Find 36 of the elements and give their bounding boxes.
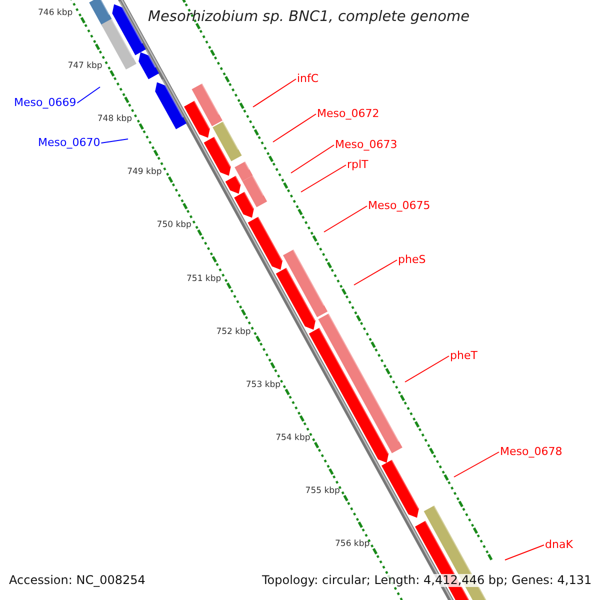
leader-line	[454, 452, 500, 478]
scale-label: 753 kbp	[246, 380, 281, 390]
scale-label: 756 kbp	[335, 540, 370, 550]
leader-line	[354, 260, 398, 286]
gene-label: Meso_0678	[500, 446, 562, 458]
leader-line	[76, 86, 100, 104]
gene-label: infC	[297, 73, 319, 86]
gene-label: Meso_0672	[317, 108, 380, 120]
leader-line	[504, 544, 544, 560]
gene-label: Meso_0670	[38, 137, 100, 150]
genome-stats-text: Topology: circular; Length: 4,412,446 bp; Genes: 4,131	[262, 574, 592, 588]
scale-label: 747 kbp	[68, 62, 102, 72]
scale-label: 748 kbp	[97, 115, 132, 125]
leader-line	[272, 114, 316, 142]
scale-label: 755 kbp	[305, 486, 340, 496]
scale-label: 752 kbp	[216, 328, 251, 337]
gene-label: dnaK	[545, 539, 573, 552]
scale-label: 750 kbp	[156, 221, 192, 231]
gene-label: rplT	[347, 159, 368, 172]
leader-line	[100, 138, 128, 144]
gene-label: pheS	[398, 254, 426, 266]
leader-line	[324, 206, 368, 232]
scale-label: 754 kbp	[276, 434, 310, 444]
accession-text: Accession: NC_008254	[9, 574, 146, 588]
gene-label: Meso_0675	[368, 200, 430, 212]
leader-line	[290, 144, 334, 174]
scale-label: 749 kbp	[127, 168, 162, 178]
gene-label: Meso_0669	[14, 97, 76, 110]
scale-label: 751 kbp	[186, 274, 222, 284]
gene-label: pheT	[450, 350, 478, 362]
leader-line	[252, 78, 296, 108]
gene-label: Meso_0673	[335, 139, 398, 152]
map-title: Mesorhizobium sp. BNC1, complete genome	[148, 10, 470, 26]
leader-line	[300, 164, 346, 192]
leader-line	[404, 356, 450, 382]
scale-label: 746 kbp	[38, 9, 73, 18]
